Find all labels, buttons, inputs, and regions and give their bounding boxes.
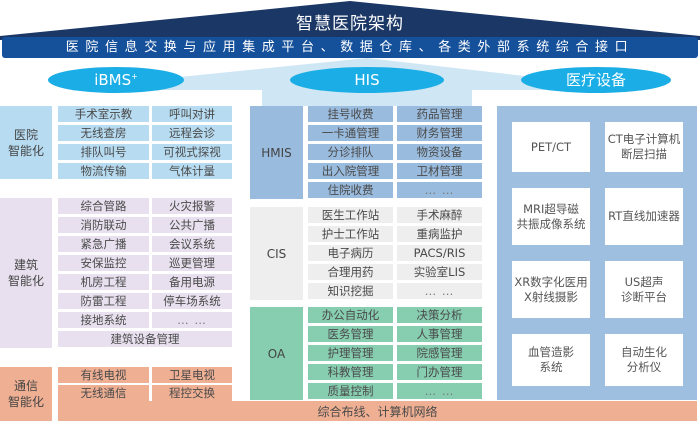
device-xr: XR数字化医用 X射线摄影 bbox=[512, 261, 590, 318]
comm-cell: 无线通信 bbox=[58, 385, 149, 401]
hmis-cell: 住院收费 bbox=[308, 182, 393, 198]
network-cabling-bar: 综合布线、计算机网络 bbox=[58, 401, 697, 421]
label-line: 智能化 bbox=[7, 395, 44, 409]
building-cell: 接地系统 bbox=[58, 312, 149, 328]
medical-devices-panel: PET/CT CT电子计算机 断层扫描 MRI超导磁 共振成像系统 RT直线加速… bbox=[497, 106, 697, 400]
building-cell: 安保监控 bbox=[58, 255, 149, 271]
roof-triangle bbox=[0, 1, 700, 40]
his-header: HIS bbox=[290, 67, 444, 93]
cis-cell: 电子病历 bbox=[308, 245, 393, 261]
comm-cell: 卫星电视 bbox=[152, 367, 232, 383]
cis-cell: 手术麻醉 bbox=[397, 207, 482, 223]
cis-cell: 护士工作站 bbox=[308, 226, 393, 242]
building-cell: 备用电源 bbox=[152, 274, 232, 290]
building-cell: 综合管路 bbox=[58, 198, 149, 214]
hospital-cell: 气体计量 bbox=[152, 163, 232, 179]
oa-label: OA bbox=[250, 307, 303, 400]
comm-cell: 有线电视 bbox=[58, 367, 149, 383]
building-cell: 紧急广播 bbox=[58, 236, 149, 252]
building-cell: 停车场系统 bbox=[152, 293, 232, 309]
hospital-cell: 远程会诊 bbox=[152, 125, 232, 141]
oa-cell-ellipsis: … … bbox=[397, 383, 482, 399]
comm-cell: 程控交换 bbox=[152, 385, 232, 401]
medical-devices-label: 医疗设备 bbox=[565, 71, 626, 89]
building-cell: 会议系统 bbox=[152, 236, 232, 252]
label-line: 智能化 bbox=[7, 274, 44, 288]
building-cell-ellipsis: … … bbox=[152, 312, 232, 328]
comm-intelligence-label: 通信智能化 bbox=[0, 367, 52, 421]
building-cell: 火灾报警 bbox=[152, 198, 232, 214]
label-line: 通信 bbox=[13, 379, 38, 393]
cis-label: CIS bbox=[250, 207, 303, 300]
hmis-cell: 药品管理 bbox=[397, 106, 482, 122]
hospital-cell: 呼叫对讲 bbox=[152, 106, 232, 122]
ibms-label: iBMS bbox=[94, 71, 132, 89]
hmis-cell: 挂号收费 bbox=[308, 106, 393, 122]
cis-cell: 实验室LIS bbox=[397, 264, 482, 280]
device-mri: MRI超导磁 共振成像系统 bbox=[512, 188, 590, 245]
device-pet-ct: PET/CT bbox=[512, 122, 590, 172]
hospital-cell: 排队叫号 bbox=[58, 144, 149, 160]
hmis-cell: 出入院管理 bbox=[308, 163, 393, 179]
medical-devices-header: 医疗设备 bbox=[521, 67, 671, 93]
hospital-cell: 无线查房 bbox=[58, 125, 149, 141]
his-label: HIS bbox=[354, 71, 380, 89]
building-cell: 防雷工程 bbox=[58, 293, 149, 309]
building-intelligence-label: 建筑智能化 bbox=[0, 198, 52, 348]
ibms-header: iBMS+ bbox=[48, 67, 184, 93]
building-cell: 公共广播 bbox=[152, 217, 232, 233]
cis-cell: 重病监护 bbox=[397, 226, 482, 242]
diagram-title: 智慧医院架构 bbox=[296, 14, 404, 34]
device-biochem-analyzer: 自动生化 分析仪 bbox=[605, 334, 683, 386]
building-cell: 机房工程 bbox=[58, 274, 149, 290]
integration-platform-bar: 医院信息交换与应用集成平台、数据仓库、各类外部系统综合接口 bbox=[2, 37, 698, 58]
device-us: US超声 诊断平台 bbox=[605, 261, 683, 318]
cis-cell: 知识挖掘 bbox=[308, 283, 393, 299]
hmis-cell: 一卡通管理 bbox=[308, 125, 393, 141]
oa-cell: 决策分析 bbox=[397, 307, 482, 323]
hospital-cell: 可视式探视 bbox=[152, 144, 232, 160]
building-cell: 消防联动 bbox=[58, 217, 149, 233]
label-line: 建筑 bbox=[13, 258, 38, 272]
device-rt: RT直线加速器 bbox=[605, 188, 683, 245]
oa-cell: 人事管理 bbox=[397, 326, 482, 342]
hospital-cell: 物流传输 bbox=[58, 163, 149, 179]
label-line: 医院 bbox=[13, 127, 38, 142]
hmis-cell-ellipsis: … … bbox=[397, 182, 482, 198]
hospital-intelligence-label: 医院智能化 bbox=[0, 106, 52, 179]
oa-cell: 科教管理 bbox=[308, 364, 393, 380]
label-line: 智能化 bbox=[7, 143, 44, 158]
hmis-cell: 财务管理 bbox=[397, 125, 482, 141]
hmis-label: HMIS bbox=[250, 106, 303, 199]
device-angiography: 血管造影 系统 bbox=[512, 334, 590, 386]
hospital-cell: 手术室示教 bbox=[58, 106, 149, 122]
oa-cell: 质量控制 bbox=[308, 383, 393, 399]
cis-cell: PACS/RIS bbox=[397, 245, 482, 261]
cis-cell: 合理用药 bbox=[308, 264, 393, 280]
oa-cell: 办公自动化 bbox=[308, 307, 393, 323]
cis-cell: 医生工作站 bbox=[308, 207, 393, 223]
oa-cell: 门办管理 bbox=[397, 364, 482, 380]
oa-cell: 医务管理 bbox=[308, 326, 393, 342]
hmis-cell: 物资设备 bbox=[397, 144, 482, 160]
oa-cell: 护理管理 bbox=[308, 345, 393, 361]
building-cell: 巡更管理 bbox=[152, 255, 232, 271]
building-equipment-management: 建筑设备管理 bbox=[58, 331, 232, 347]
oa-cell: 院感管理 bbox=[397, 345, 482, 361]
device-ct: CT电子计算机 断层扫描 bbox=[605, 122, 683, 172]
hmis-cell: 卫材管理 bbox=[397, 163, 482, 179]
ibms-plus-superscript: + bbox=[131, 72, 138, 81]
cis-cell-ellipsis: … … bbox=[397, 283, 482, 299]
hmis-cell: 分诊排队 bbox=[308, 144, 393, 160]
